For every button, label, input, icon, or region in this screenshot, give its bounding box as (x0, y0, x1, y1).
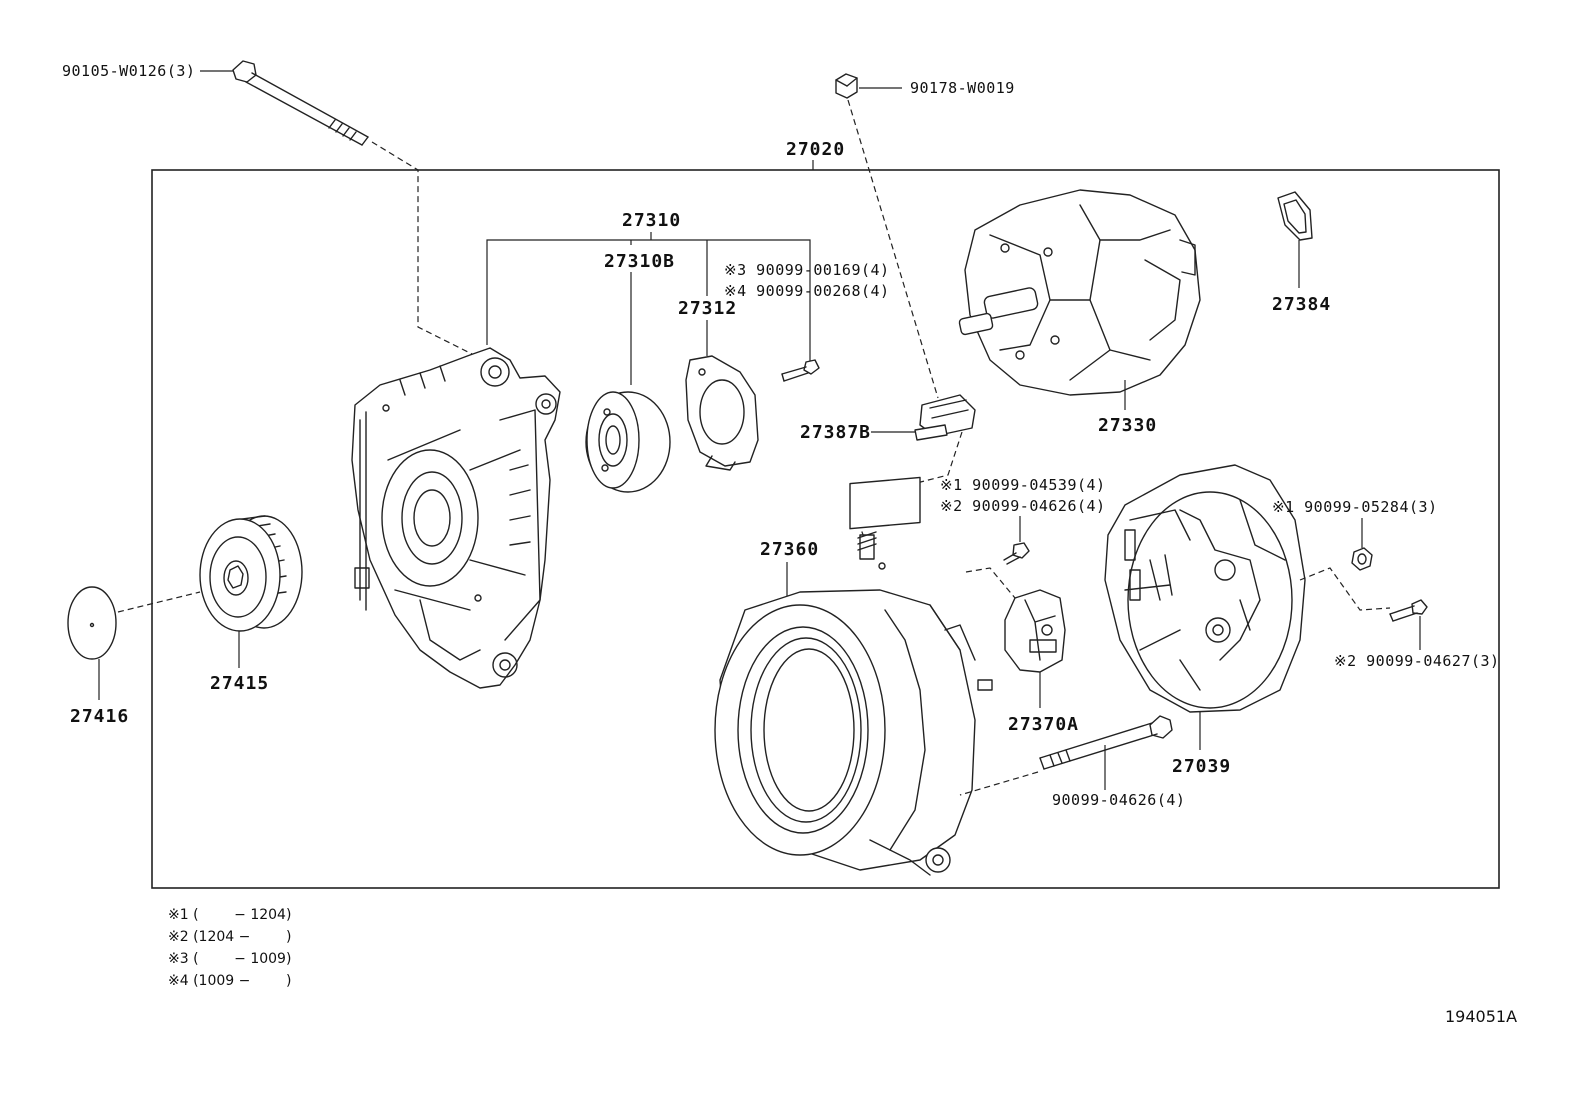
pulley-dashline (117, 591, 201, 613)
stator-housing-icon[interactable] (714, 476, 993, 876)
label-through-bolt[interactable]: 90099-04626(4) (1052, 791, 1185, 809)
note-2: ※2 (1204 − ) (168, 929, 291, 945)
reference-number: 194051A (1445, 1007, 1517, 1026)
label-drive-frame[interactable]: 27310 (622, 210, 681, 231)
label-bolt-top[interactable]: 90105-W0126(3) (62, 62, 195, 80)
through-bolt-dashline (959, 771, 1039, 796)
note-3: ※3 ( − 1009) (168, 951, 291, 967)
pulley-cap-icon[interactable] (67, 586, 117, 660)
brush-screw-dashline (965, 567, 1016, 599)
nut-icon[interactable] (1351, 547, 1373, 571)
cap-top-icon[interactable] (835, 73, 858, 99)
rotor-icon[interactable] (958, 189, 1201, 396)
label-retainer[interactable]: 27312 (678, 298, 737, 319)
label-screw-d[interactable]: ※2 90099-04626(4) (940, 497, 1106, 515)
bearing-icon[interactable] (585, 391, 671, 493)
clip-ring-icon[interactable] (1277, 191, 1313, 241)
terminal-insulator-icon[interactable] (914, 394, 976, 441)
label-pulley-cap[interactable]: 27416 (70, 706, 129, 727)
brush-screw-icon[interactable] (1003, 542, 1030, 565)
note-4: ※4 (1009 − ) (168, 973, 291, 989)
label-terminal-insulator[interactable]: 27387B (800, 422, 871, 443)
label-assembly[interactable]: 27020 (786, 139, 845, 160)
bolt-top-dashline (371, 141, 479, 358)
drive-frame-bracket (486, 239, 811, 362)
label-nut-e[interactable]: ※1 90099-05284(3) (1272, 498, 1438, 516)
label-screw-c[interactable]: ※1 90099-04539(4) (940, 476, 1106, 494)
retainer-plate-icon[interactable] (685, 355, 759, 471)
rear-cover-icon[interactable] (1104, 464, 1306, 713)
label-clip[interactable]: 27384 (1272, 294, 1331, 315)
label-rotor[interactable]: 27330 (1098, 415, 1157, 436)
label-pulley[interactable]: 27415 (210, 673, 269, 694)
label-bolt-f[interactable]: ※2 90099-04627(3) (1334, 652, 1500, 670)
note-1: ※1 ( − 1204) (168, 907, 291, 923)
label-screw-b[interactable]: ※4 90099-00268(4) (724, 282, 890, 300)
label-screw-a[interactable]: ※3 90099-00169(4) (724, 261, 890, 279)
label-stator[interactable]: 27360 (760, 539, 819, 560)
rear-bolt-icon[interactable] (1389, 599, 1428, 622)
label-cap-top[interactable]: 90178-W0019 (910, 79, 1015, 97)
screw-icon[interactable] (781, 359, 820, 382)
pulley-icon[interactable] (199, 515, 303, 632)
label-bearing[interactable]: 27310B (604, 251, 675, 272)
cap-top-dashline (847, 99, 939, 399)
brush-holder-icon[interactable] (1004, 589, 1066, 673)
label-brush-holder[interactable]: 27370A (1008, 714, 1079, 735)
drive-end-frame-icon[interactable] (351, 347, 561, 689)
label-rear-cover[interactable]: 27039 (1172, 756, 1231, 777)
assembly-frame (151, 169, 1500, 889)
through-bolt-icon[interactable] (1039, 715, 1173, 770)
bolt-top-icon[interactable] (232, 60, 369, 146)
nut-dashline (1299, 567, 1391, 611)
